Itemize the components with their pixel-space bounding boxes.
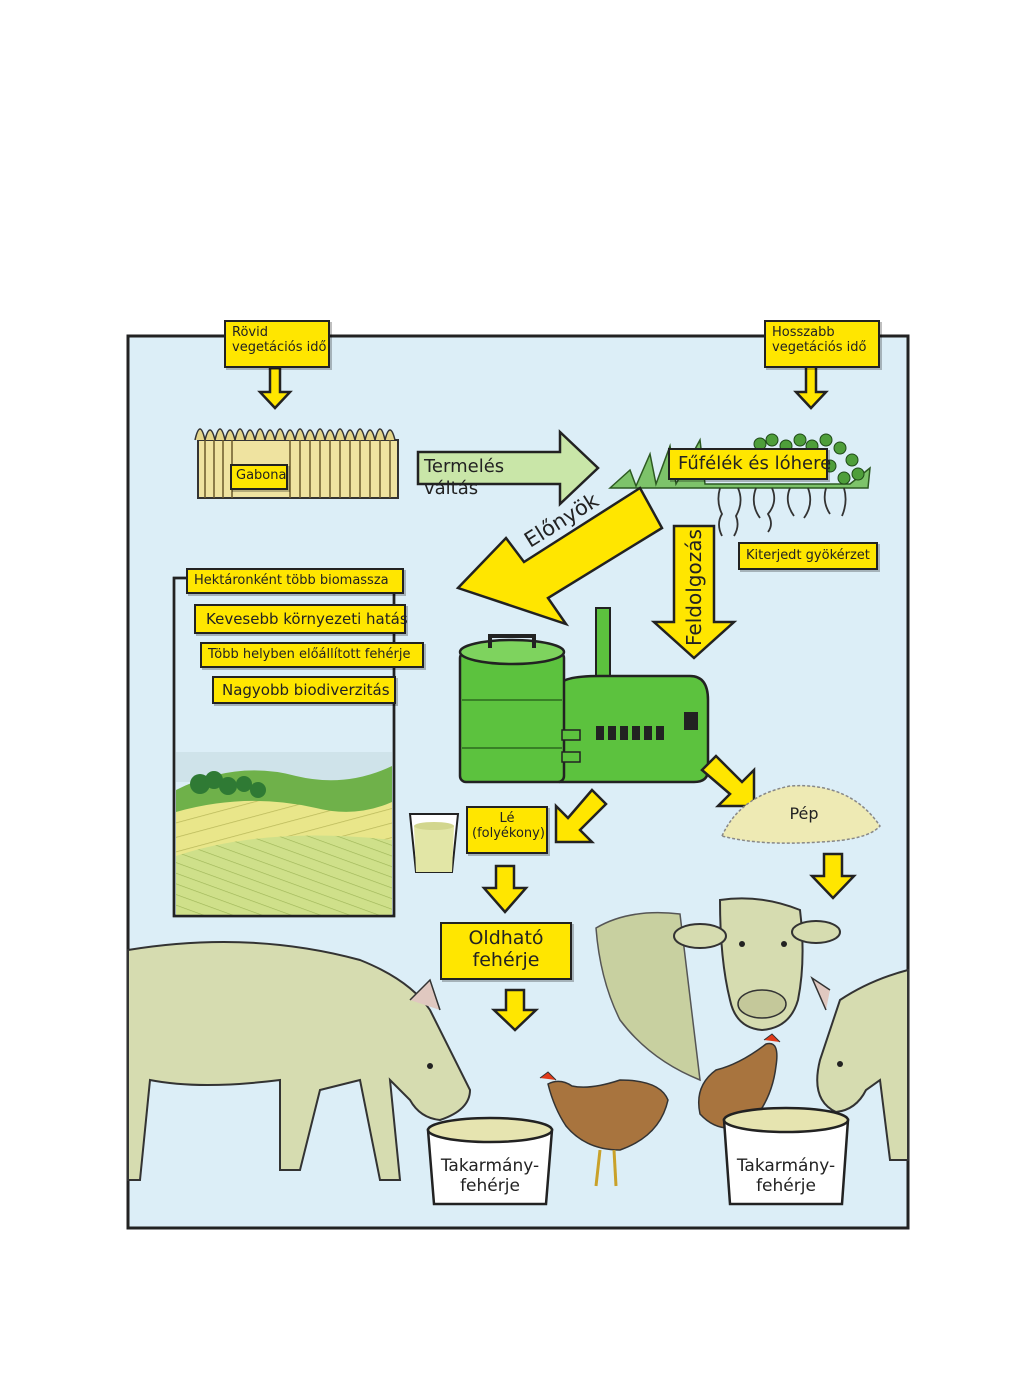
arrow-juice-down bbox=[481, 864, 529, 914]
juice-glass-icon bbox=[408, 813, 460, 873]
label-short-season-line2: vegetációs idő bbox=[232, 339, 327, 355]
label-pulp: Pép bbox=[789, 804, 819, 823]
label-feed-protein-left: Takarmány- fehérje bbox=[432, 1156, 548, 1197]
label-long-season: Hosszabb vegetációs idő bbox=[764, 320, 880, 368]
arrow-to-pulp bbox=[700, 754, 756, 808]
label-long-season-line2: vegetációs idő bbox=[772, 339, 867, 355]
label-soluble-protein-line2: fehérje bbox=[472, 948, 540, 971]
pig-left-icon bbox=[127, 941, 472, 1181]
label-feed-protein-right-line2: fehérje bbox=[756, 1176, 816, 1197]
pig-right-icon bbox=[810, 968, 909, 1161]
pulp-pile-icon bbox=[720, 784, 881, 844]
benefit-1: Hektáronként több biomassza bbox=[186, 568, 404, 594]
label-juice-line2: (folyékony) bbox=[472, 825, 545, 841]
processing-arrow bbox=[650, 524, 738, 660]
cow-icon bbox=[595, 897, 841, 1082]
arrow-soluble-down bbox=[490, 988, 540, 1032]
label-short-season-line1: Rövid bbox=[232, 325, 268, 340]
label-juice: Lé (folyékony) bbox=[466, 806, 548, 854]
hen-left-icon bbox=[539, 1071, 669, 1187]
benefit-2: Kevesebb környezeti hatás bbox=[194, 604, 408, 634]
benefit-3: Több helyben előállított fehérje bbox=[200, 642, 424, 668]
grain-field-icon bbox=[194, 428, 399, 499]
arrow-short-season-down bbox=[257, 366, 293, 410]
grass-clover-icon bbox=[608, 433, 871, 537]
label-grain: Gabona bbox=[230, 464, 288, 490]
label-feed-protein-left-line1: Takarmány- bbox=[440, 1156, 540, 1176]
feed-bucket-right-icon bbox=[722, 1106, 850, 1206]
label-long-season-line1: Hosszabb bbox=[772, 325, 835, 340]
label-grass-clover: Fűfélék és lóhere bbox=[668, 448, 831, 480]
benefit-4: Nagyobb biodiverzitás bbox=[212, 676, 396, 704]
label-feed-protein-left-line2: fehérje bbox=[460, 1176, 520, 1197]
label-soluble-protein: Oldható fehérje bbox=[440, 922, 572, 980]
arrow-to-juice bbox=[554, 788, 608, 844]
label-feed-protein-right: Takarmány- fehérje bbox=[728, 1156, 844, 1197]
label-processing: Feldolgozás bbox=[682, 529, 706, 646]
feed-bucket-left-icon bbox=[426, 1116, 554, 1206]
label-short-season: Rövid vegetációs idő bbox=[224, 320, 330, 368]
processing-machine-icon bbox=[458, 607, 710, 784]
arrow-pulp-down bbox=[809, 852, 857, 900]
benefits-arrow bbox=[455, 486, 664, 627]
label-production-shift: Termelés váltás bbox=[424, 456, 505, 499]
label-extensive-roots: Kiterjedt gyökérzet bbox=[738, 542, 878, 570]
label-feed-protein-right-line1: Takarmány- bbox=[736, 1156, 836, 1176]
label-soluble-protein-line1: Oldható bbox=[468, 927, 544, 949]
production-shift-arrow bbox=[416, 429, 600, 507]
label-juice-line1: Lé bbox=[499, 811, 515, 826]
